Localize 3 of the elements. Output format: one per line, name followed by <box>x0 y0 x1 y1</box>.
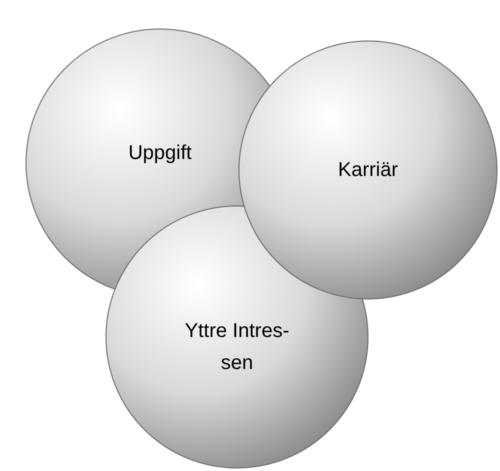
circle-label: Yttre Intres- sen <box>184 319 290 376</box>
circle-label: Karriär <box>338 158 398 183</box>
circle-label: Uppgift <box>128 141 192 166</box>
